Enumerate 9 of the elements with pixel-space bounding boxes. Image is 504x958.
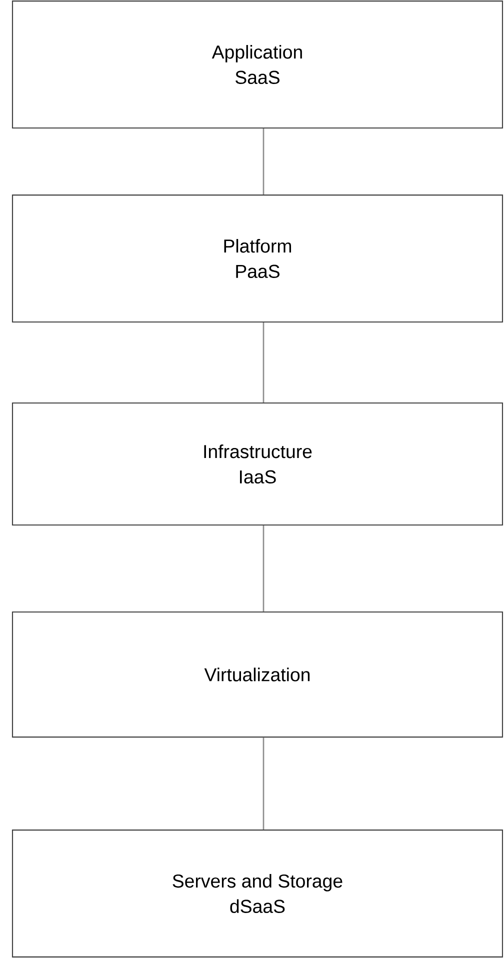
layer-box: Virtualization	[12, 611, 504, 738]
layer-box: Infrastructure IaaS	[12, 402, 504, 526]
connector-line	[262, 322, 264, 402]
connector-line	[262, 738, 264, 830]
layer-box: Platform PaaS	[12, 194, 504, 322]
connector-line	[262, 128, 264, 195]
layer-box: Application SaaS	[12, 0, 504, 129]
connector-line	[262, 526, 264, 612]
layer-box: Servers and Storage dSaaS	[12, 830, 504, 958]
